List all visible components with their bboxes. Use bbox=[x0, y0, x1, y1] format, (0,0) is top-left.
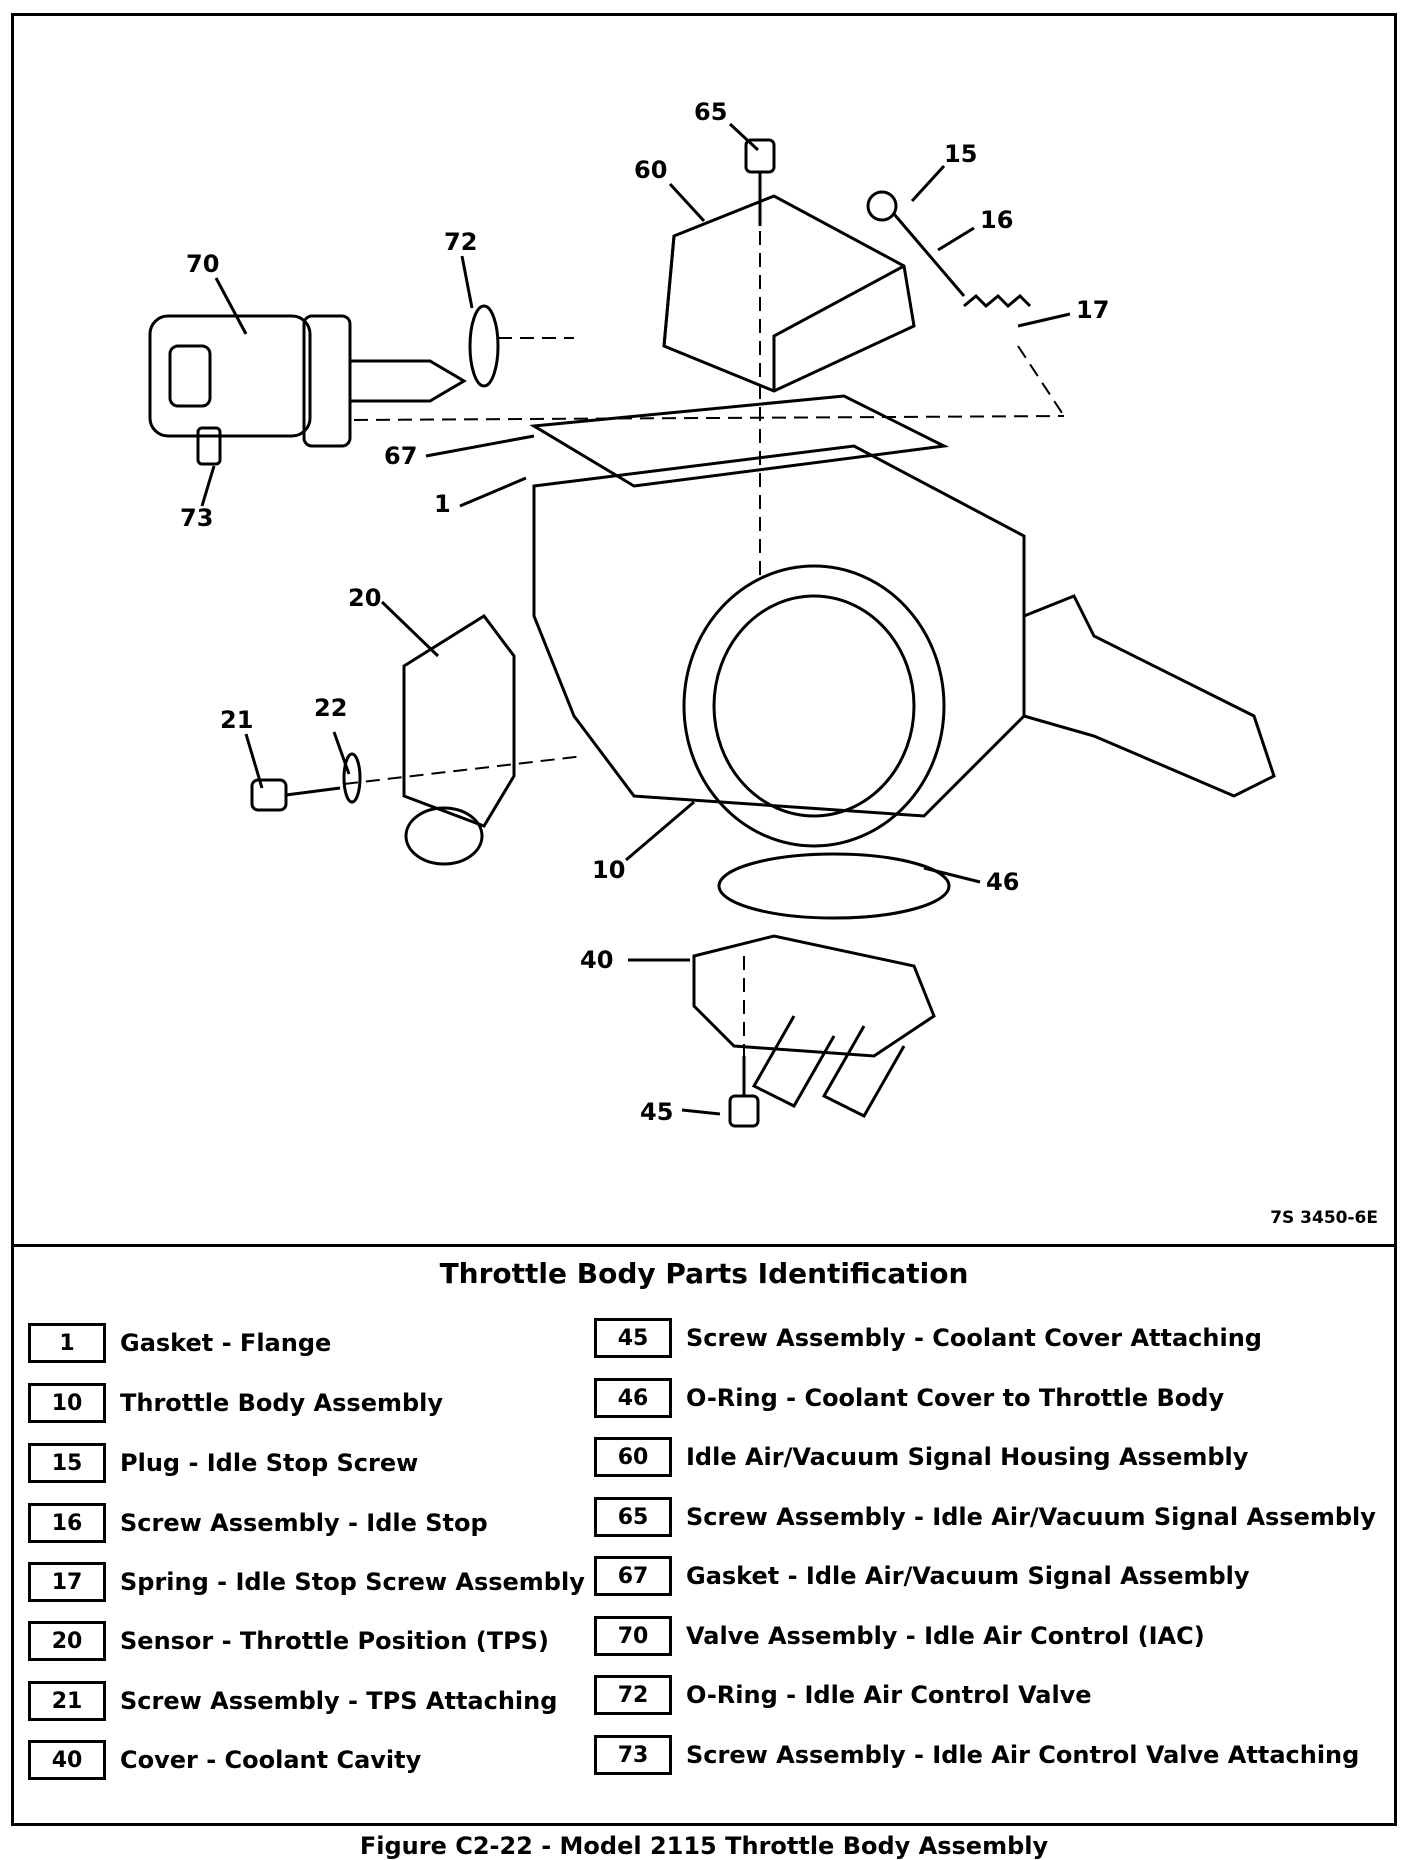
part-number: 10 bbox=[28, 1383, 106, 1423]
part-row: 10 Throttle Body Assembly bbox=[28, 1380, 443, 1426]
part-row: 70 Valve Assembly - Idle Air Control (IA… bbox=[594, 1613, 1205, 1659]
callout-73: 73 bbox=[180, 504, 213, 532]
part-description: Gasket - Flange bbox=[120, 1329, 332, 1357]
part-row: 73 Screw Assembly - Idle Air Control Val… bbox=[594, 1732, 1359, 1778]
part-row: 15 Plug - Idle Stop Screw bbox=[28, 1440, 418, 1486]
part-row: 60 Idle Air/Vacuum Signal Housing Assemb… bbox=[594, 1434, 1248, 1480]
figure-caption: Figure C2-22 - Model 2115 Throttle Body … bbox=[359, 1832, 1049, 1860]
callout-65: 65 bbox=[694, 98, 727, 126]
part-number: 17 bbox=[28, 1562, 106, 1602]
part-description: Gasket - Idle Air/Vacuum Signal Assembly bbox=[686, 1562, 1250, 1590]
part-number: 67 bbox=[594, 1556, 672, 1596]
part-number: 1 bbox=[28, 1323, 106, 1363]
part-row: 1 Gasket - Flange bbox=[28, 1320, 331, 1366]
part-description: O-Ring - Idle Air Control Valve bbox=[686, 1681, 1092, 1709]
callout-46: 46 bbox=[986, 868, 1019, 896]
callout-45: 45 bbox=[640, 1098, 673, 1126]
callout-21: 21 bbox=[220, 706, 253, 734]
part-row: 20 Sensor - Throttle Position (TPS) bbox=[28, 1618, 549, 1664]
part-row: 17 Spring - Idle Stop Screw Assembly bbox=[28, 1559, 585, 1605]
callout-70: 70 bbox=[186, 250, 219, 278]
exploded-view-diagram: 65 60 15 16 70 72 17 67 1 73 20 22 21 10… bbox=[148, 98, 1276, 1128]
part-number: 16 bbox=[28, 1503, 106, 1543]
part-row: 16 Screw Assembly - Idle Stop bbox=[28, 1500, 488, 1546]
part-number: 73 bbox=[594, 1735, 672, 1775]
part-number: 65 bbox=[594, 1497, 672, 1537]
part-description: Cover - Coolant Cavity bbox=[120, 1746, 422, 1774]
part-row: 45 Screw Assembly - Coolant Cover Attach… bbox=[594, 1315, 1262, 1361]
part-description: Throttle Body Assembly bbox=[120, 1389, 444, 1417]
part-description: O-Ring - Coolant Cover to Throttle Body bbox=[686, 1384, 1225, 1412]
part-description: Sensor - Throttle Position (TPS) bbox=[120, 1627, 549, 1655]
parts-table-title: Throttle Body Parts Identification bbox=[439, 1257, 969, 1290]
callout-20: 20 bbox=[348, 584, 381, 612]
part-description: Spring - Idle Stop Screw Assembly bbox=[120, 1568, 585, 1596]
part-description: Screw Assembly - Coolant Cover Attaching bbox=[686, 1324, 1262, 1352]
callout-17: 17 bbox=[1076, 296, 1109, 324]
part-description: Screw Assembly - TPS Attaching bbox=[120, 1687, 558, 1715]
part-number: 15 bbox=[28, 1443, 106, 1483]
part-number: 45 bbox=[594, 1318, 672, 1358]
part-row: 67 Gasket - Idle Air/Vacuum Signal Assem… bbox=[594, 1553, 1250, 1599]
part-description: Plug - Idle Stop Screw bbox=[120, 1449, 419, 1477]
callout-72: 72 bbox=[444, 228, 477, 256]
callout-40: 40 bbox=[580, 946, 613, 974]
part-number: 46 bbox=[594, 1378, 672, 1418]
part-row: 46 O-Ring - Coolant Cover to Throttle Bo… bbox=[594, 1375, 1224, 1421]
callout-22: 22 bbox=[314, 694, 347, 722]
callout-67: 67 bbox=[384, 442, 417, 470]
callout-1: 1 bbox=[434, 490, 451, 518]
part-row: 21 Screw Assembly - TPS Attaching bbox=[28, 1678, 557, 1724]
part-description: Valve Assembly - Idle Air Control (IAC) bbox=[686, 1622, 1205, 1650]
part-number: 40 bbox=[28, 1740, 106, 1780]
part-row: 72 O-Ring - Idle Air Control Valve bbox=[594, 1672, 1092, 1718]
reference-code: 7S 3450-6E bbox=[1270, 1208, 1378, 1228]
part-description: Screw Assembly - Idle Air/Vacuum Signal … bbox=[686, 1503, 1376, 1531]
part-description: Screw Assembly - Idle Stop bbox=[120, 1509, 488, 1537]
part-number: 70 bbox=[594, 1616, 672, 1656]
figure-frame bbox=[11, 13, 1397, 1826]
part-row: 40 Cover - Coolant Cavity bbox=[28, 1737, 421, 1783]
part-number: 60 bbox=[594, 1437, 672, 1477]
callout-10: 10 bbox=[592, 856, 625, 884]
callout-60: 60 bbox=[634, 156, 667, 184]
part-description: Idle Air/Vacuum Signal Housing Assembly bbox=[686, 1443, 1249, 1471]
callout-16: 16 bbox=[980, 206, 1013, 234]
part-description: Screw Assembly - Idle Air Control Valve … bbox=[686, 1741, 1360, 1769]
part-row: 65 Screw Assembly - Idle Air/Vacuum Sign… bbox=[594, 1494, 1376, 1540]
section-divider bbox=[11, 1244, 1397, 1247]
callout-15: 15 bbox=[944, 140, 977, 168]
part-number: 20 bbox=[28, 1621, 106, 1661]
part-number: 72 bbox=[594, 1675, 672, 1715]
part-number: 21 bbox=[28, 1681, 106, 1721]
